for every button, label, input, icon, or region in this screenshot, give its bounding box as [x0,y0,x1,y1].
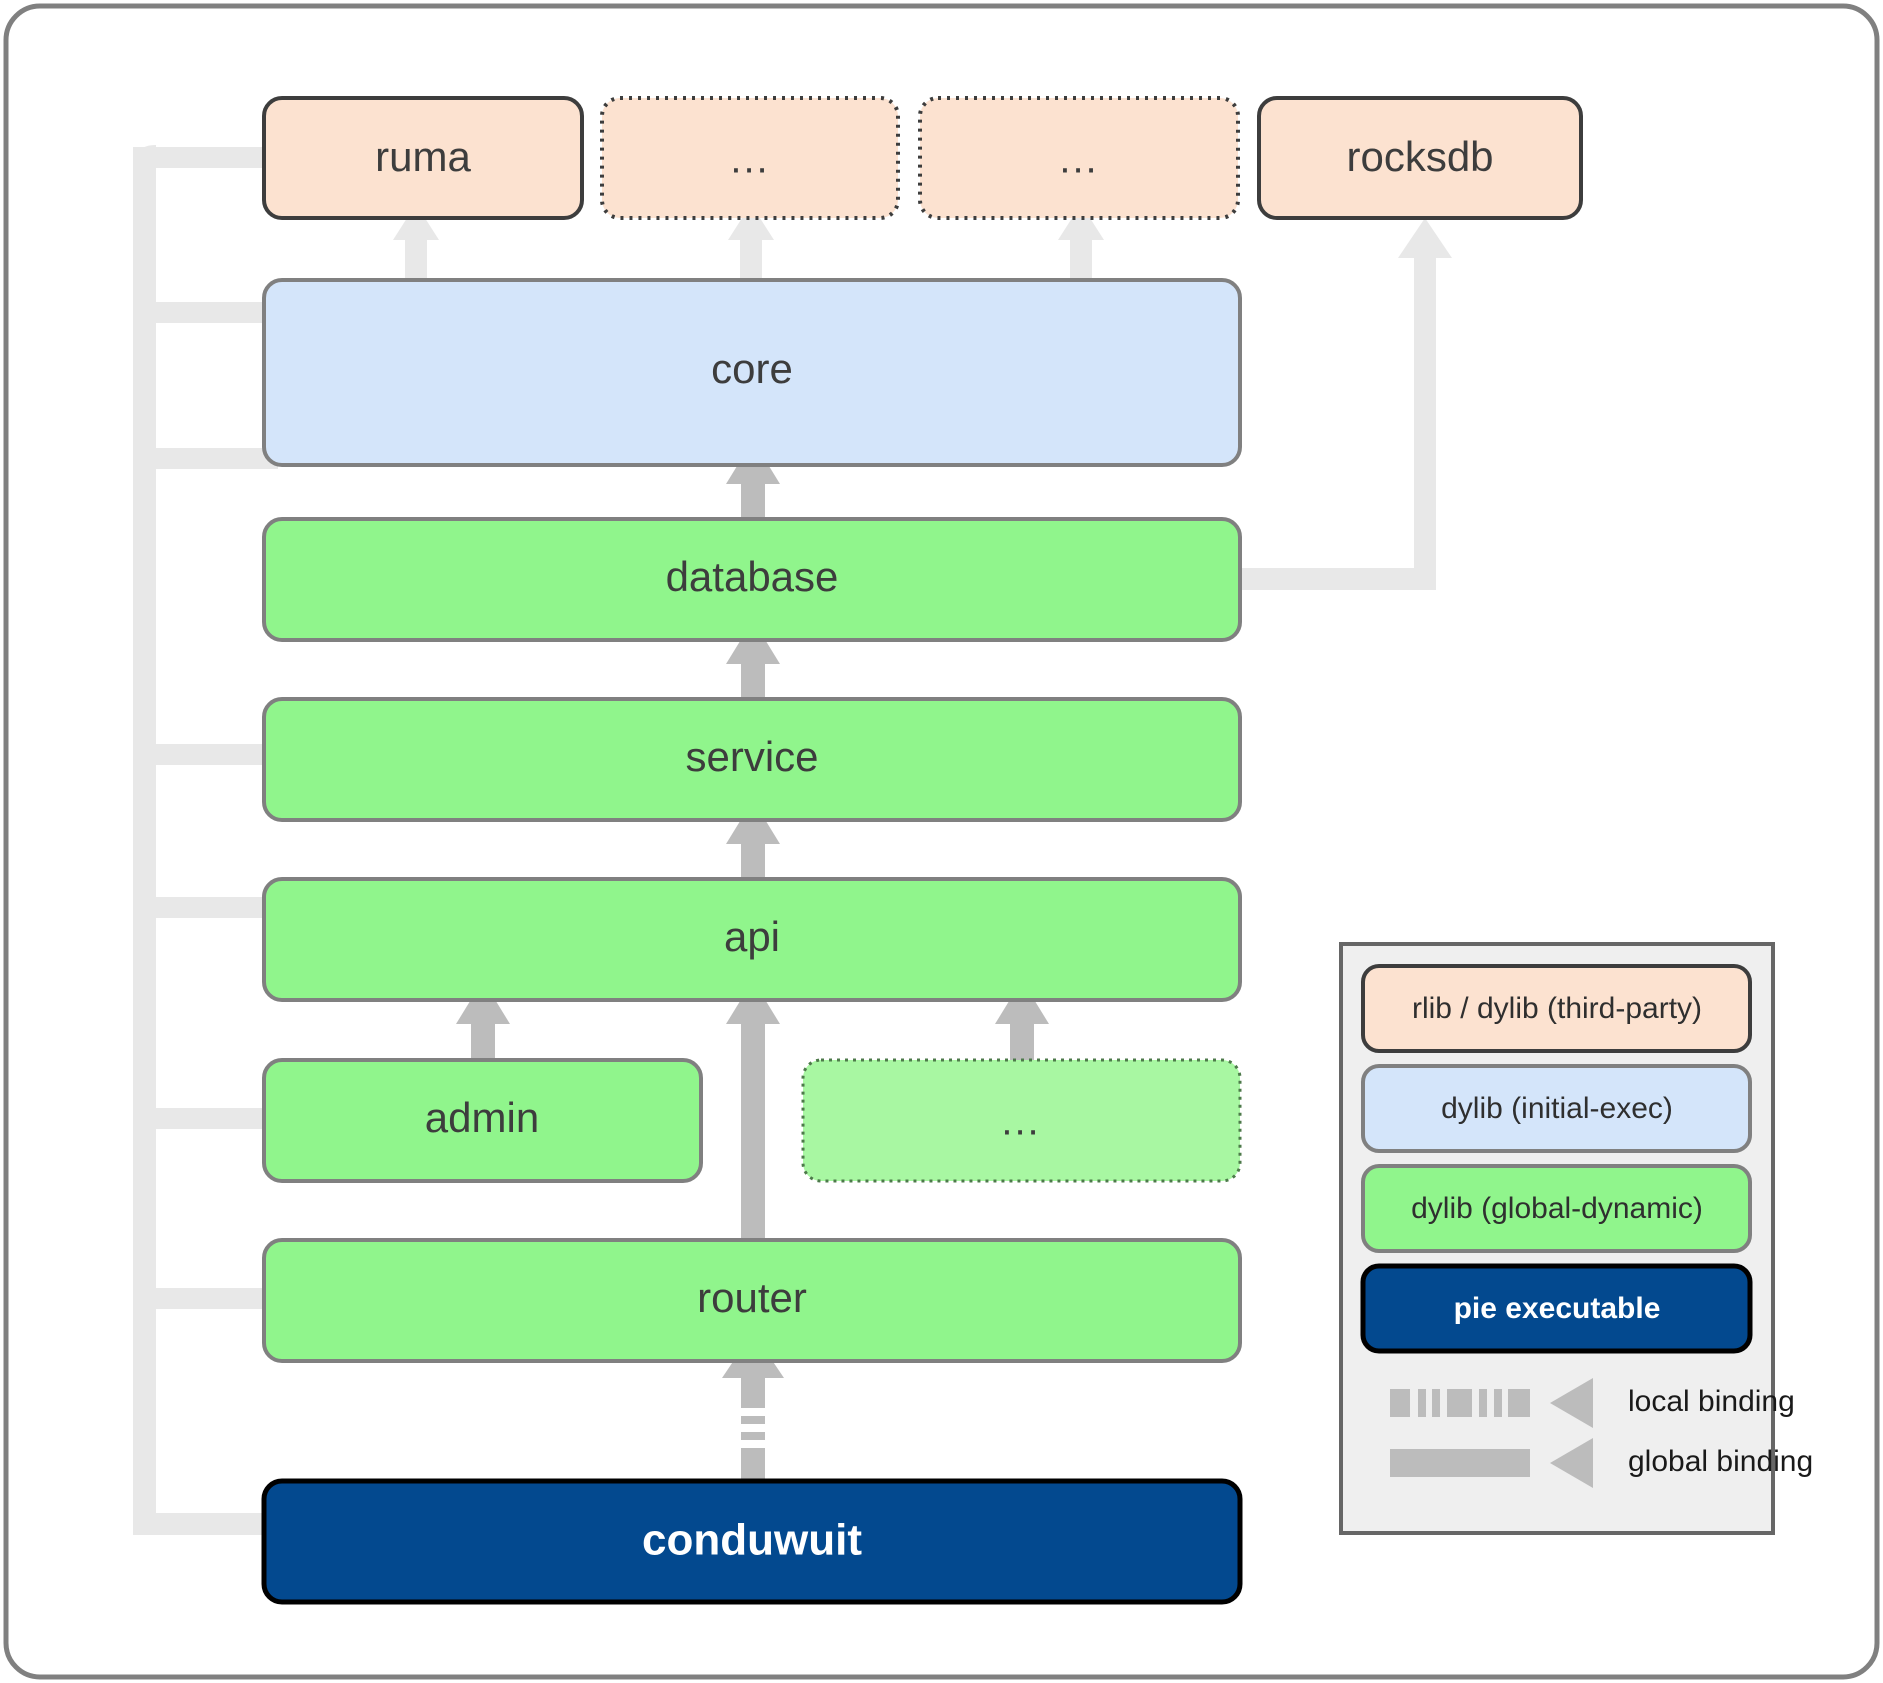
branch-to-core [133,302,298,323]
branch-to-service [133,744,278,765]
branch-to-database [133,448,278,469]
branch-to-ruma [133,147,298,168]
arrow-core-to-dots-2 [1058,204,1104,284]
node-service-label: service [685,733,818,780]
legend-arrow-global-binding: global binding [1390,1438,1813,1488]
legend-swatch-third-party-label: rlib / dylib (third-party) [1412,992,1702,1025]
node-api-label: api [724,913,780,960]
node-top-dots-1-label: ... [730,138,769,182]
legend-arrow-local-binding-label: local binding [1628,1385,1795,1418]
node-rocksdb[interactable]: rocksdb [1257,96,1583,220]
core-to-thirdparty-arrows [393,204,1104,284]
node-core-label: core [711,345,793,392]
branch-to-router [133,1288,278,1309]
node-mid-dots-label: ... [1001,1100,1040,1144]
legend-swatch-global-dynamic: dylib (global-dynamic) [1361,1164,1752,1253]
arrow-core-to-dots-1 [728,204,774,284]
node-mid-dots[interactable]: ... [801,1058,1242,1183]
node-top-dots-1[interactable]: ... [600,96,900,220]
legend-swatch-third-party: rlib / dylib (third-party) [1361,964,1752,1053]
node-core[interactable]: core [262,278,1242,467]
local-binding-arrow-icon [1390,1378,1593,1428]
arrow-core-to-ruma [393,204,439,284]
node-admin[interactable]: admin [262,1058,703,1183]
node-database-label: database [666,553,839,600]
branch-to-api [133,897,278,918]
node-conduwuit[interactable]: conduwuit [261,1478,1243,1605]
legend-arrow-local-binding: local binding [1390,1378,1795,1428]
legend-swatch-initial-exec: dylib (initial-exec) [1361,1064,1752,1153]
node-ruma-label: ruma [375,133,471,180]
node-service[interactable]: service [262,697,1242,822]
global-binding-arrow-icon [1390,1438,1593,1488]
left-trunk-bottom-leg [133,1513,278,1535]
node-ruma[interactable]: ruma [262,96,584,220]
node-database[interactable]: database [262,517,1242,642]
legend-arrow-global-binding-label: global binding [1628,1445,1813,1478]
node-rocksdb-label: rocksdb [1346,133,1493,180]
node-conduwuit-label: conduwuit [642,1516,862,1565]
node-api[interactable]: api [262,877,1242,1002]
legend-swatch-pie-label: pie executable [1454,1292,1661,1325]
legend-swatch-global-dynamic-label: dylib (global-dynamic) [1411,1192,1703,1225]
node-router[interactable]: router [262,1238,1242,1363]
node-top-dots-2-label: ... [1059,138,1098,182]
arrow-database-to-rocksdb [1240,218,1452,590]
node-admin-label: admin [425,1094,539,1141]
legend-swatch-initial-exec-label: dylib (initial-exec) [1441,1092,1673,1125]
legend-swatch-pie: pie executable [1360,1263,1753,1354]
left-trunk-spine-body [133,160,156,1532]
node-top-dots-2[interactable]: ... [918,96,1240,220]
node-router-label: router [697,1274,807,1321]
branch-to-admin [133,1108,278,1129]
